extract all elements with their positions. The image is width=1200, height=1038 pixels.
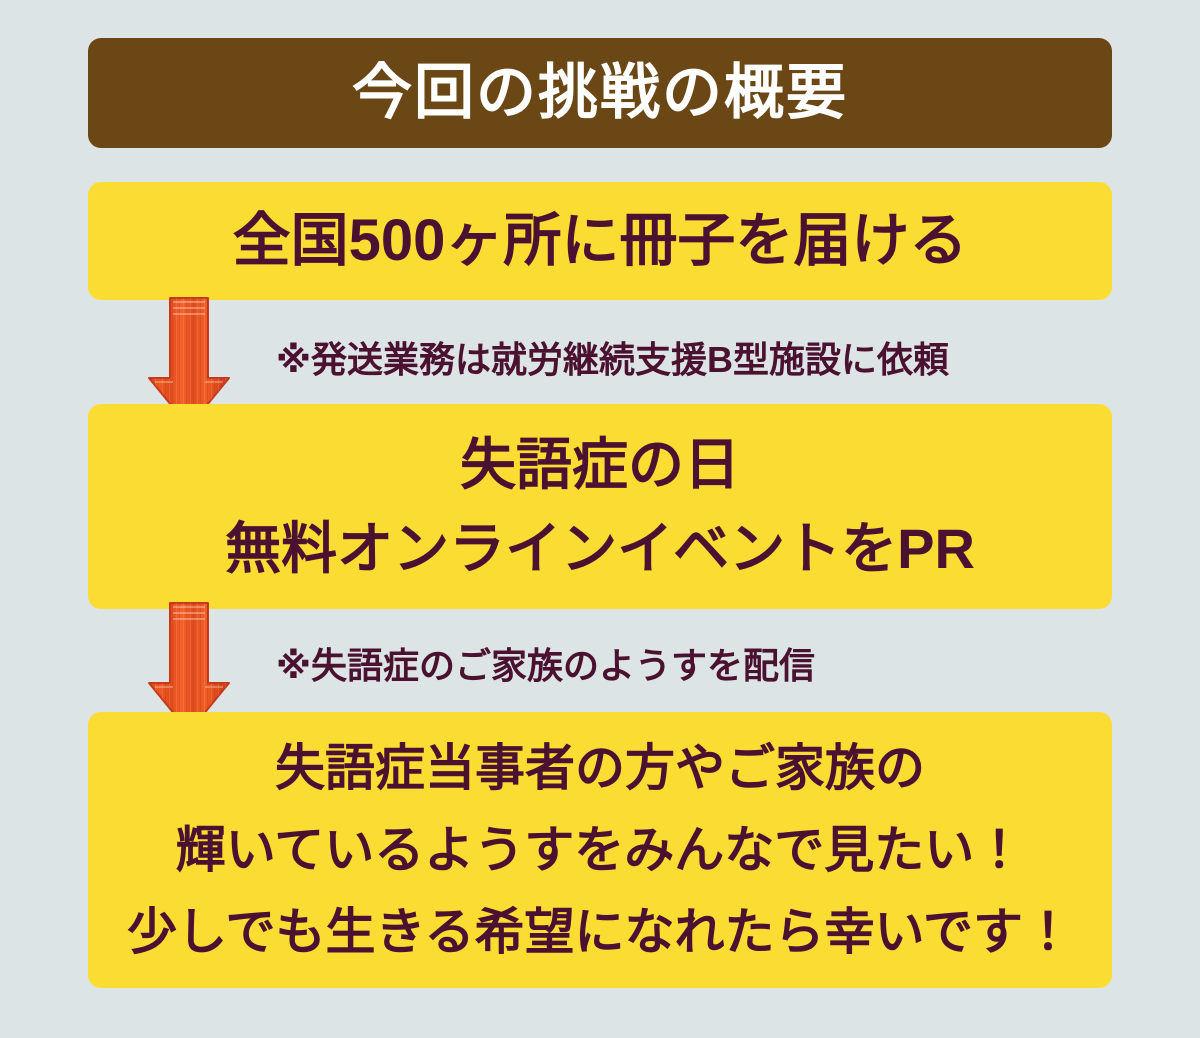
arrow-down-icon	[147, 296, 231, 429]
step-box-1: 全国500ヶ所に冊子を届ける	[88, 182, 1112, 300]
step-3-line-2: 輝いているようすをみんなで見たい！	[175, 822, 1025, 878]
annotation-note-1: ※発送業務は就労継続支援B型施設に依頼	[276, 339, 949, 380]
header-banner: 今回の挑戦の概要	[88, 38, 1112, 148]
step-3-line-1: 失語症当事者の方やご家族の	[275, 740, 925, 796]
step-3-line-3: 少しでも生きる希望になれたら幸いです！	[127, 904, 1073, 960]
step-2-line-1: 失語症の日	[460, 432, 740, 496]
step-box-3: 失語症当事者の方やご家族の 輝いているようすをみんなで見たい！ 少しでも生きる希…	[88, 712, 1112, 988]
step-2-line-2: 無料オンラインイベントをPR	[225, 516, 975, 580]
annotation-note-2: ※失語症のご家族のようすを配信	[276, 645, 815, 686]
page-title: 今回の挑戦の概要	[352, 59, 848, 126]
arrow-down-icon	[147, 601, 231, 734]
step-1-line-1: 全国500ヶ所に冊子を届ける	[232, 207, 968, 273]
step-box-2: 失語症の日 無料オンラインイベントをPR	[88, 404, 1112, 609]
